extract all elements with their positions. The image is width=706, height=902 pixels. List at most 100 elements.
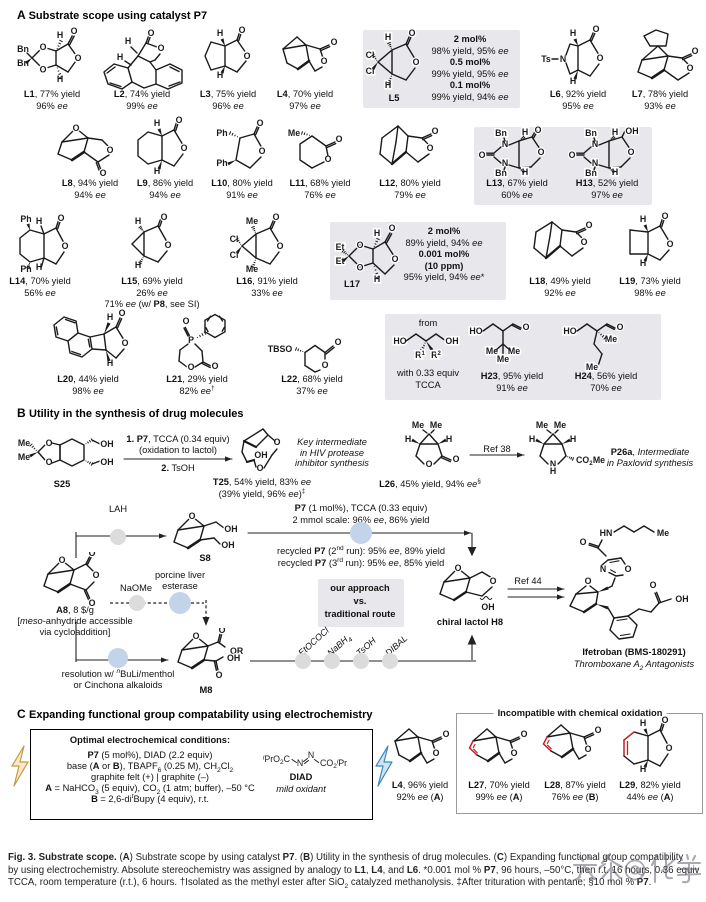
svg-text:O: O xyxy=(216,670,223,680)
svg-text:H: H xyxy=(374,274,380,284)
svg-text:O: O xyxy=(46,438,53,448)
svg-text:Me: Me xyxy=(430,420,442,430)
svg-text:H: H xyxy=(385,32,391,42)
svg-text:HO: HO xyxy=(393,336,406,346)
svg-text:O: O xyxy=(455,563,462,573)
svg-text:Bn: Bn xyxy=(17,44,29,54)
svg-text:O: O xyxy=(239,25,246,35)
svg-text:Me: Me xyxy=(288,128,300,138)
svg-text:O: O xyxy=(58,213,65,223)
svg-text:Me: Me xyxy=(554,420,566,430)
svg-text:OR: OR xyxy=(230,646,244,656)
svg-text:OH: OH xyxy=(675,594,688,604)
svg-text:O: O xyxy=(662,715,669,725)
svg-text:O: O xyxy=(389,223,396,233)
svg-text:H: H xyxy=(154,166,160,176)
svg-text:H: H xyxy=(385,80,391,90)
svg-text:H: H xyxy=(405,434,411,444)
svg-text:R1: R1 xyxy=(415,350,425,360)
svg-text:O: O xyxy=(443,729,450,739)
svg-text:H: H xyxy=(522,167,528,177)
svg-text:N: N xyxy=(502,158,508,168)
svg-text:N: N xyxy=(502,139,508,149)
svg-text:H: H xyxy=(446,434,452,444)
svg-text:O: O xyxy=(274,437,281,447)
svg-text:O: O xyxy=(432,126,439,136)
svg-text:O: O xyxy=(585,744,592,754)
svg-text:O: O xyxy=(188,362,195,370)
svg-text:O: O xyxy=(71,26,78,36)
svg-text:H: H xyxy=(57,74,63,84)
svg-text:O: O xyxy=(413,57,420,67)
svg-text:O: O xyxy=(357,240,364,250)
svg-text:Cl: Cl xyxy=(366,50,374,60)
svg-text:O: O xyxy=(40,65,47,75)
svg-text:Me: Me xyxy=(18,452,30,462)
svg-text:O: O xyxy=(521,729,528,739)
svg-text:O: O xyxy=(595,725,602,735)
svg-text:OH: OH xyxy=(445,336,458,346)
svg-text:O: O xyxy=(479,150,486,160)
svg-text:H: H xyxy=(570,28,576,38)
svg-text:Et: Et xyxy=(336,256,345,266)
svg-text:H: H xyxy=(107,358,113,368)
svg-text:H: H xyxy=(640,764,646,774)
svg-text:Me: Me xyxy=(412,420,424,430)
svg-text:Cl: Cl xyxy=(366,66,374,76)
svg-text:O: O xyxy=(511,748,518,758)
svg-text:O: O xyxy=(165,240,172,250)
svg-text:N: N xyxy=(550,459,556,469)
svg-text:O: O xyxy=(650,580,657,590)
svg-text:O: O xyxy=(107,145,114,155)
svg-text:O: O xyxy=(426,459,433,469)
svg-text:HN: HN xyxy=(600,528,613,538)
svg-text:O: O xyxy=(597,53,604,63)
svg-text:Me: Me xyxy=(18,438,30,448)
svg-text:Ph: Ph xyxy=(216,128,227,138)
svg-text:O: O xyxy=(433,748,440,758)
svg-text:H: H xyxy=(154,118,160,128)
svg-text:Ph: Ph xyxy=(20,264,31,274)
svg-text:O: O xyxy=(666,743,673,753)
svg-text:Cl: Cl xyxy=(230,234,238,244)
svg-text:O: O xyxy=(89,552,96,558)
svg-text:H: H xyxy=(612,167,618,177)
svg-text:O: O xyxy=(662,211,669,221)
svg-text:H: H xyxy=(125,36,131,46)
svg-text:OH: OH xyxy=(625,126,638,136)
svg-text:OH: OH xyxy=(221,540,234,550)
svg-text:H: H xyxy=(107,312,113,322)
svg-text:H: H xyxy=(57,30,63,40)
svg-text:O: O xyxy=(331,37,338,47)
svg-text:O: O xyxy=(692,46,699,56)
svg-text:O: O xyxy=(409,28,416,38)
svg-text:N: N xyxy=(600,564,606,574)
svg-text:H: H xyxy=(522,127,528,137)
svg-text:O: O xyxy=(535,125,542,135)
svg-text:Me: Me xyxy=(508,346,520,356)
svg-text:Bn: Bn xyxy=(495,168,507,178)
svg-text:O: O xyxy=(183,316,190,326)
svg-text:O: O xyxy=(427,143,434,153)
svg-text:O: O xyxy=(122,338,129,348)
svg-text:Me: Me xyxy=(536,420,548,430)
svg-text:O: O xyxy=(581,237,588,247)
svg-text:OH: OH xyxy=(227,653,240,663)
svg-text:O: O xyxy=(193,631,200,641)
svg-text:O: O xyxy=(93,570,100,580)
svg-text:TBSO: TBSO xyxy=(268,344,293,354)
svg-text:Cl: Cl xyxy=(230,250,238,260)
svg-text:O: O xyxy=(212,361,219,370)
svg-text:O: O xyxy=(585,576,592,586)
svg-text:N: N xyxy=(308,750,314,760)
svg-text:O: O xyxy=(89,598,96,608)
svg-text:Ts: Ts xyxy=(541,54,551,64)
svg-text:O: O xyxy=(273,212,280,222)
svg-text:O: O xyxy=(335,337,342,347)
svg-text:H: H xyxy=(117,52,123,62)
svg-text:Bn: Bn xyxy=(495,128,507,138)
svg-text:O: O xyxy=(40,42,47,52)
svg-text:O: O xyxy=(392,254,399,264)
svg-text:H: H xyxy=(550,466,556,474)
svg-text:H: H xyxy=(640,718,646,728)
